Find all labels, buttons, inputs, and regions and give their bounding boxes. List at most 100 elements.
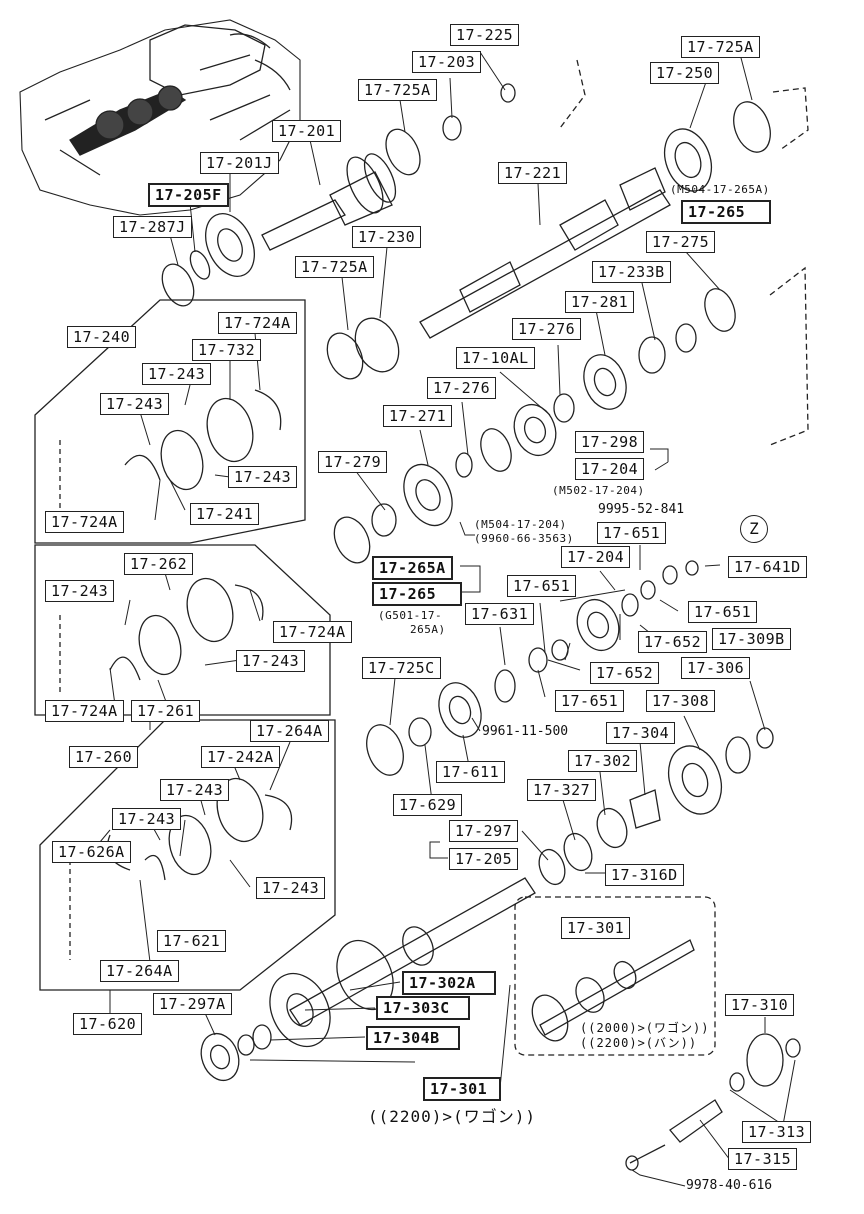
label-17-297[interactable]: 17-297 xyxy=(449,820,519,842)
label-17-242a[interactable]: 17-242A xyxy=(201,746,280,768)
note-9960: (9960-66-3563) xyxy=(474,532,574,545)
label-17-243-g[interactable]: 17-243 xyxy=(112,808,182,830)
condition-2200-wagon: ((2200)>(ワゴン)) xyxy=(368,1107,536,1126)
note-g501-b: 265A) xyxy=(410,623,446,636)
label-17-205f[interactable]: 17-205F xyxy=(148,183,229,207)
label-17-621[interactable]: 17-621 xyxy=(157,930,227,952)
label-17-725a-mid[interactable]: 17-725A xyxy=(295,256,374,278)
label-17-297a[interactable]: 17-297A xyxy=(153,993,232,1015)
label-17-301[interactable]: 17-301 xyxy=(423,1077,501,1101)
assembly-box-240 xyxy=(34,299,306,544)
partno-9961-11-500: 9961-11-500 xyxy=(482,724,569,739)
label-17-243-e[interactable]: 17-243 xyxy=(236,650,306,672)
label-17-725a-top[interactable]: 17-725A xyxy=(358,79,437,101)
label-17-205[interactable]: 17-205 xyxy=(449,848,519,870)
label-17-725a-right[interactable]: 17-725A xyxy=(681,36,760,58)
partno-9995-52-841: 9995-52-841 xyxy=(598,502,685,517)
input-shaft-drawing xyxy=(261,153,397,251)
label-17-250[interactable]: 17-250 xyxy=(650,62,720,84)
alternate-shaft-box xyxy=(514,896,716,1056)
label-17-651-a[interactable]: 17-651 xyxy=(597,522,667,544)
note-m502-204: (M502-17-204) xyxy=(552,484,645,497)
label-17-303c[interactable]: 17-303C xyxy=(376,996,470,1020)
label-17-724a-a[interactable]: 17-724A xyxy=(218,312,297,334)
label-17-230[interactable]: 17-230 xyxy=(352,226,422,248)
label-17-304b[interactable]: 17-304B xyxy=(366,1026,460,1050)
label-17-204-a[interactable]: 17-204 xyxy=(575,458,645,480)
label-17-260[interactable]: 17-260 xyxy=(69,746,139,768)
label-17-243-b[interactable]: 17-243 xyxy=(100,393,170,415)
label-17-271[interactable]: 17-271 xyxy=(383,405,453,427)
label-17-264a-b[interactable]: 17-264A xyxy=(100,960,179,982)
label-17-641d[interactable]: 17-641D xyxy=(728,556,807,578)
note-m504-265a: (M504-17-265A) xyxy=(670,183,770,196)
label-17-732[interactable]: 17-732 xyxy=(192,339,262,361)
label-17-201[interactable]: 17-201 xyxy=(272,120,342,142)
label-17-203[interactable]: 17-203 xyxy=(412,51,482,73)
leader-lines xyxy=(94,51,796,1187)
partno-9978-40-616: 9978-40-616 xyxy=(686,1178,773,1193)
label-17-298[interactable]: 17-298 xyxy=(575,431,645,453)
label-17-306[interactable]: 17-306 xyxy=(681,657,751,679)
label-17-313[interactable]: 17-313 xyxy=(742,1121,812,1143)
label-17-631[interactable]: 17-631 xyxy=(465,603,535,625)
label-17-201j[interactable]: 17-201J xyxy=(200,152,279,174)
note-g501: (G501-17- xyxy=(378,609,443,622)
condition-2000-wagon: ((2000)>(ワゴン)) xyxy=(580,1021,710,1035)
label-17-221[interactable]: 17-221 xyxy=(498,162,568,184)
label-17-243-h[interactable]: 17-243 xyxy=(256,877,326,899)
label-17-243-d[interactable]: 17-243 xyxy=(45,580,115,602)
label-17-629[interactable]: 17-629 xyxy=(393,794,463,816)
label-17-225[interactable]: 17-225 xyxy=(450,24,520,46)
label-17-724a-b[interactable]: 17-724A xyxy=(45,511,124,533)
label-17-652-b[interactable]: 17-652 xyxy=(590,662,660,684)
label-17-261[interactable]: 17-261 xyxy=(131,700,201,722)
label-17-265a[interactable]: 17-265A xyxy=(372,556,453,580)
label-17-652-a[interactable]: 17-652 xyxy=(638,631,708,653)
label-17-724a-d[interactable]: 17-724A xyxy=(45,700,124,722)
label-17-243-f[interactable]: 17-243 xyxy=(160,779,230,801)
assembly-box-260 xyxy=(34,544,331,716)
label-17-204-b[interactable]: 17-204 xyxy=(561,546,631,568)
bearing-201j-drawing xyxy=(205,213,255,277)
label-17-279[interactable]: 17-279 xyxy=(318,451,388,473)
condition-2200-van: ((2200)>(バン)) xyxy=(580,1036,698,1050)
label-17-10al[interactable]: 17-10AL xyxy=(456,347,535,369)
label-17-241[interactable]: 17-241 xyxy=(190,503,260,525)
label-17-302a[interactable]: 17-302A xyxy=(402,971,496,995)
note-m504-204: (M504-17-204) xyxy=(474,518,567,531)
label-17-304[interactable]: 17-304 xyxy=(606,722,676,744)
label-17-651-d[interactable]: 17-651 xyxy=(555,690,625,712)
label-17-725c[interactable]: 17-725C xyxy=(362,657,441,679)
label-17-651-b[interactable]: 17-651 xyxy=(507,575,577,597)
label-17-315[interactable]: 17-315 xyxy=(728,1148,798,1170)
label-17-265-mid[interactable]: 17-265 xyxy=(372,582,462,606)
label-17-327[interactable]: 17-327 xyxy=(527,779,597,801)
label-17-310[interactable]: 17-310 xyxy=(725,994,795,1016)
label-17-262[interactable]: 17-262 xyxy=(124,553,194,575)
label-17-611[interactable]: 17-611 xyxy=(436,761,506,783)
label-17-264a-a[interactable]: 17-264A xyxy=(250,720,329,742)
label-17-626a[interactable]: 17-626A xyxy=(52,841,131,863)
label-17-275[interactable]: 17-275 xyxy=(646,231,716,253)
label-17-301-box[interactable]: 17-301 xyxy=(561,917,631,939)
label-17-651-c[interactable]: 17-651 xyxy=(688,601,758,623)
label-17-243-c[interactable]: 17-243 xyxy=(228,466,298,488)
label-17-276-b[interactable]: 17-276 xyxy=(427,377,497,399)
label-17-281[interactable]: 17-281 xyxy=(565,291,635,313)
label-17-287j[interactable]: 17-287J xyxy=(113,216,192,238)
label-17-243-a[interactable]: 17-243 xyxy=(142,363,212,385)
label-17-302[interactable]: 17-302 xyxy=(568,750,638,772)
label-17-240[interactable]: 17-240 xyxy=(67,326,137,348)
label-17-620[interactable]: 17-620 xyxy=(73,1013,143,1035)
callout-z[interactable]: Z xyxy=(740,515,768,543)
label-17-233b[interactable]: 17-233B xyxy=(592,261,671,283)
label-17-724a-c[interactable]: 17-724A xyxy=(273,621,352,643)
label-17-308[interactable]: 17-308 xyxy=(646,690,716,712)
label-17-276-a[interactable]: 17-276 xyxy=(512,318,582,340)
label-17-316d[interactable]: 17-316D xyxy=(605,864,684,886)
label-17-265-top[interactable]: 17-265 xyxy=(681,200,771,224)
label-17-309b[interactable]: 17-309B xyxy=(712,628,791,650)
